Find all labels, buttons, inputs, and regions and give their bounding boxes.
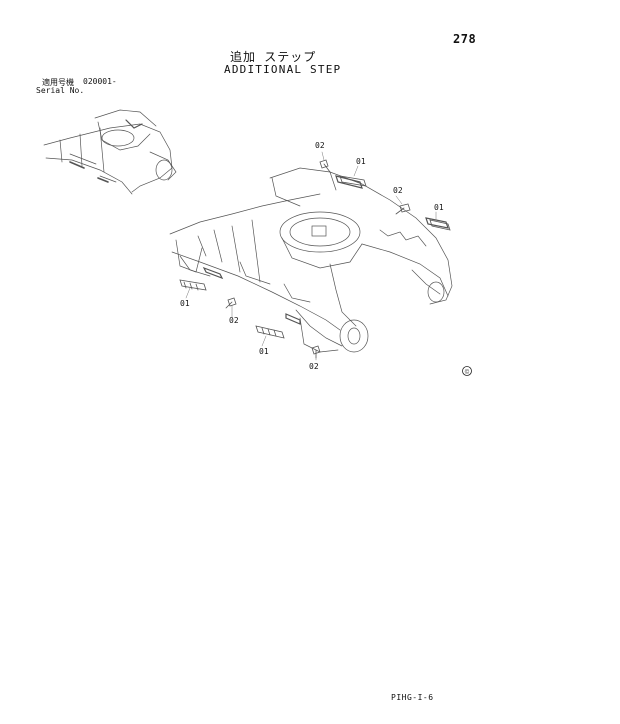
leader-lines bbox=[185, 151, 437, 361]
overview-sketch bbox=[43, 109, 177, 195]
callout-label: 01 bbox=[180, 299, 190, 308]
serial-label-english: Serial No. bbox=[36, 86, 85, 95]
callout-label: 02 bbox=[309, 362, 319, 371]
step-part-sketches bbox=[179, 159, 451, 359]
callout-label: 01 bbox=[434, 203, 444, 212]
callout-label: 01 bbox=[259, 347, 269, 356]
main-frame-drawing bbox=[169, 167, 453, 353]
registered-mark: © bbox=[462, 366, 472, 376]
callout-label: 02 bbox=[393, 186, 403, 195]
callout-label: 01 bbox=[356, 157, 366, 166]
page-number: 278 bbox=[453, 32, 477, 46]
page-title-japanese: 追加 ステップ bbox=[230, 50, 317, 64]
page-title-english: ADDITIONAL STEP bbox=[224, 63, 342, 76]
footer-code: PIHG-I-6 bbox=[391, 693, 434, 702]
callout-label: 02 bbox=[229, 316, 239, 325]
svg-text:©: © bbox=[465, 369, 470, 376]
serial-value: 020001- bbox=[83, 77, 117, 86]
serial-label-japanese: 適用号機 bbox=[42, 78, 74, 87]
callout-label: 02 bbox=[315, 141, 325, 150]
